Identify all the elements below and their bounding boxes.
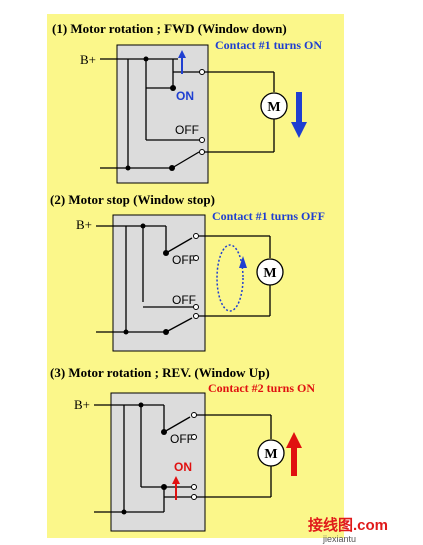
panel-1-window-arrow xyxy=(296,92,302,124)
panel-3-lower-pivot xyxy=(161,484,167,490)
panel-3-junction xyxy=(138,402,144,408)
panel-1-upper-switch-label: ON xyxy=(176,89,194,103)
panel-2-title: (2) Motor stop (Window stop) xyxy=(50,192,215,207)
panel-2-motor-label: M xyxy=(263,266,276,281)
panel-1: (1) Motor rotation ; FWD (Window down) C… xyxy=(47,14,344,188)
panel-1-junction xyxy=(143,56,149,62)
panel-3-upper-switch-label: OFF xyxy=(170,432,194,446)
panel-1-contact-arrow-head xyxy=(178,50,186,58)
panel-2-ground-junction xyxy=(123,329,129,335)
panel-2-upper-blade xyxy=(165,237,193,254)
panel-1-lower-right-contact xyxy=(199,149,205,155)
panel-3: (3) Motor rotation ; REV. (Window Up) Co… xyxy=(47,360,344,538)
panel-1-switch-box xyxy=(116,44,209,184)
panel-3-title: (3) Motor rotation ; REV. (Window Up) xyxy=(50,365,270,380)
panel-2-lower-contact xyxy=(193,304,199,310)
panel-3-upper-contact xyxy=(191,412,197,418)
panel-3-upper-blade xyxy=(163,416,191,433)
panel-3-switch-box xyxy=(110,392,206,532)
panel-2-supply-label: B+ xyxy=(76,217,92,232)
watermark-sub: jiexiantu xyxy=(322,534,356,544)
panel-1-upper-contact xyxy=(199,69,205,75)
panel-1-lower-blade xyxy=(171,151,200,169)
panel-3-window-arrow-head xyxy=(286,432,302,448)
panel-2-upper-contact xyxy=(193,233,199,239)
panel-1-window-arrow-head xyxy=(291,122,307,138)
panel-2: (2) Motor stop (Window stop) Contact #1 … xyxy=(47,188,344,360)
panel-1-supply-label: B+ xyxy=(80,52,96,67)
panel-3-supply-label: B+ xyxy=(74,397,90,412)
panel-1-title: (1) Motor rotation ; FWD (Window down) xyxy=(52,21,287,36)
panel-2-lower-switch-label: OFF xyxy=(172,293,196,307)
panel-3-lower-right-contact xyxy=(191,494,197,500)
panel-2-lower-blade xyxy=(165,317,193,333)
panel-1-ground-junction xyxy=(125,165,131,171)
panel-3-upper-off-contact xyxy=(191,434,197,440)
panel-3-lower-switch-label: ON xyxy=(174,460,192,474)
panel-2-stop-loop-arrow xyxy=(239,256,247,268)
panel-2-upper-off-contact xyxy=(193,255,199,261)
panel-2-switch-box xyxy=(112,214,206,352)
panel-3-contact-arrow-head xyxy=(172,476,180,484)
panel-3-ground-junction xyxy=(121,509,127,515)
panel-2-upper-switch-label: OFF xyxy=(172,253,196,267)
panel-2-contact-text: Contact #1 turns OFF xyxy=(212,209,325,223)
panel-1-lower-contact xyxy=(199,137,205,143)
panel-3-lower-contact xyxy=(191,484,197,490)
panel-2-junction xyxy=(140,223,146,229)
panel-3-contact-text: Contact #2 turns ON xyxy=(208,381,315,395)
panel-1-contact-text: Contact #1 turns ON xyxy=(215,38,322,52)
panel-3-window-arrow xyxy=(291,446,297,476)
panel-1-lower-switch-label: OFF xyxy=(175,123,199,137)
panel-2-stop-loop xyxy=(216,244,244,312)
panel-1-motor-label: M xyxy=(267,100,280,115)
watermark: 接线图.com jiexiantu xyxy=(308,516,388,544)
watermark-main: 接线图.com xyxy=(308,516,388,534)
panel-3-motor-label: M xyxy=(264,447,277,462)
panel-2-lower-right-contact xyxy=(193,313,199,319)
